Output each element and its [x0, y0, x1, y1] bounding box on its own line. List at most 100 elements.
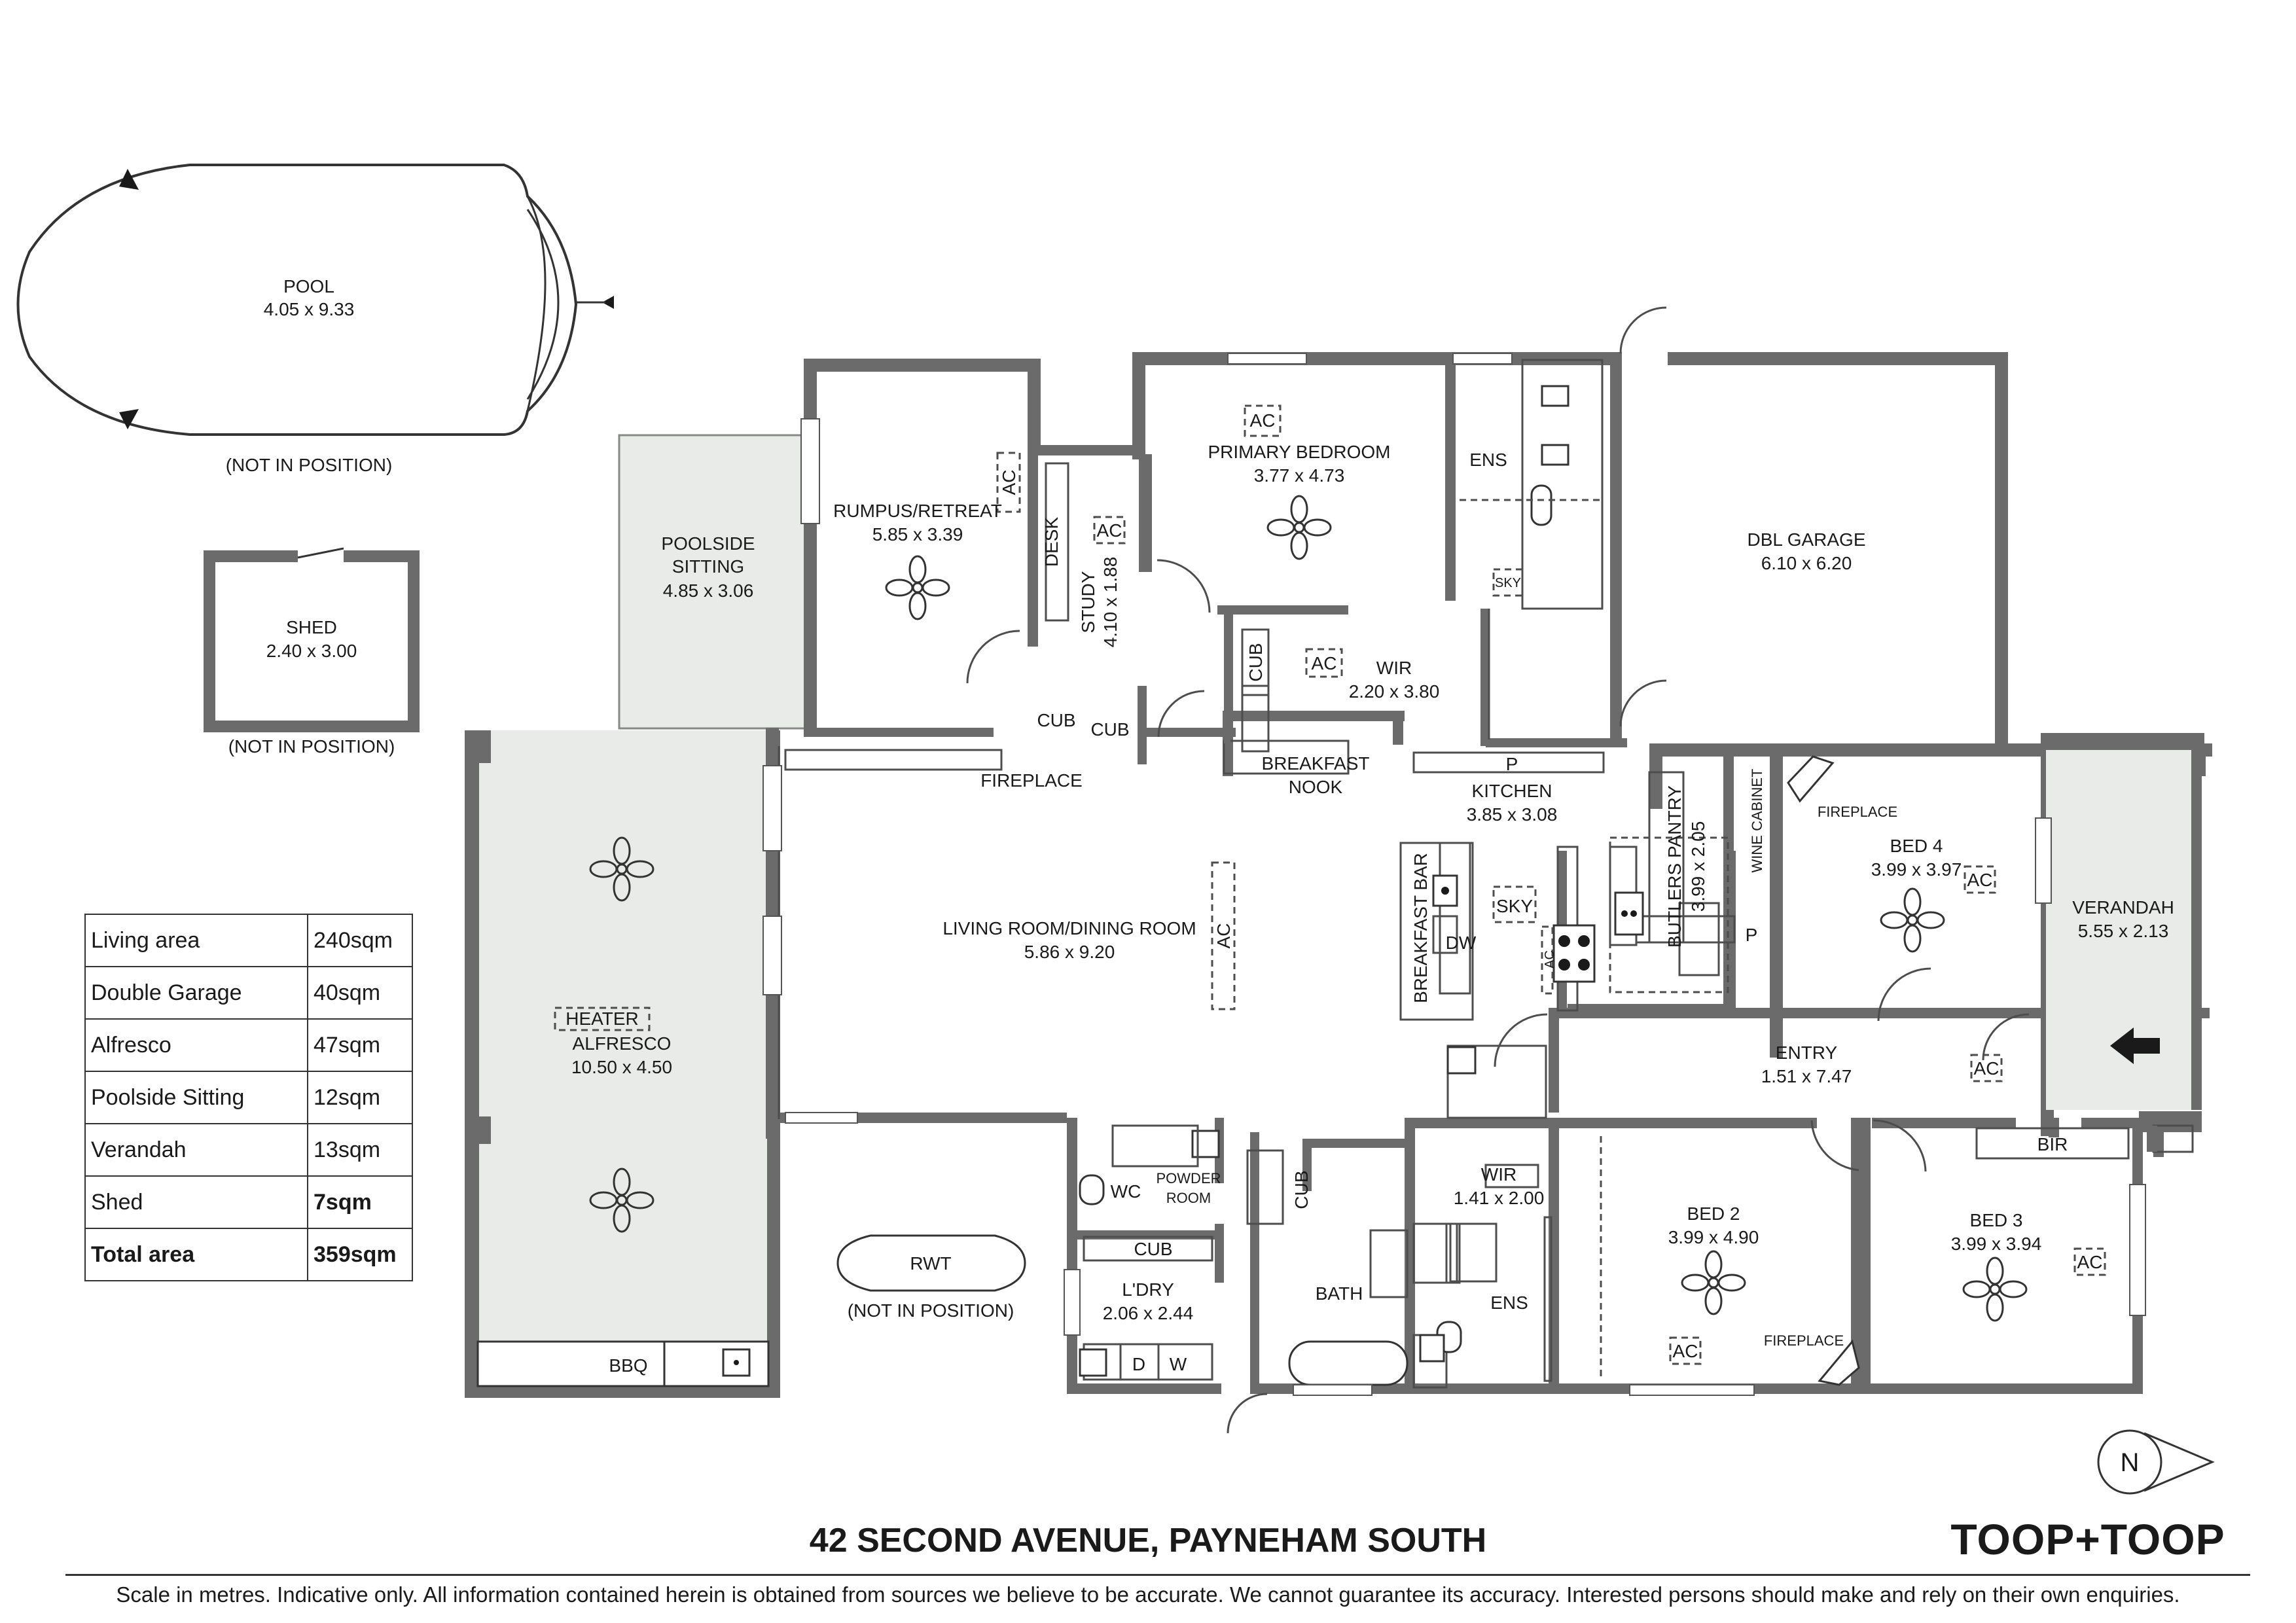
pantry-label: P [1746, 925, 1758, 945]
area-label: Double Garage [84, 966, 308, 1020]
wc-label: WC [1111, 1181, 1141, 1202]
entry-arrow-icon [2110, 1027, 2160, 1064]
area-value: 13sqm [307, 1123, 413, 1177]
shed: SHED 2.40 x 3.00 (NOT IN POSITION) [204, 547, 420, 757]
butlers-pantry-size: 3.99 x 2.05 [1688, 821, 1708, 912]
north-compass-icon: N [2097, 1429, 2215, 1495]
divider [65, 1574, 2250, 1576]
verandah-size: 5.55 x 2.13 [2078, 921, 2169, 941]
shed-note: (NOT IN POSITION) [228, 736, 395, 757]
bed4-label: BED 4 [1890, 836, 1943, 856]
ac-label: AC [2077, 1252, 2103, 1272]
dryer-label: D [1132, 1354, 1145, 1374]
cupboard-label: CUB [1090, 719, 1129, 740]
pool: POOL 4.05 x 9.33 (NOT IN POSITION) [16, 164, 614, 475]
kitchen-fixtures [1432, 836, 1729, 995]
cupboard-label: CUB [1291, 1170, 1312, 1209]
pool-note: (NOT IN POSITION) [226, 455, 393, 475]
dishwasher-label: DW [1446, 933, 1477, 953]
butlers-pantry-label: BUTLERS PANTRY [1664, 785, 1685, 948]
laundry-size: 2.06 x 2.44 [1103, 1303, 1194, 1323]
alfresco-size: 10.50 x 4.50 [571, 1057, 672, 1077]
kitchen-size: 3.85 x 3.08 [1467, 804, 1558, 825]
garage-label: DBL GARAGE [1747, 529, 1865, 550]
area-label: Poolside Sitting [84, 1071, 308, 1124]
bed3-size: 3.99 x 3.94 [1951, 1234, 2042, 1254]
wir2-size: 1.41 x 2.00 [1454, 1188, 1545, 1208]
alfresco-label: ALFRESCO [573, 1033, 672, 1054]
bath-label: BATH [1316, 1283, 1363, 1304]
compass-label: N [2121, 1448, 2140, 1477]
washer-label: W [1170, 1354, 1187, 1374]
area-label: Shed [84, 1175, 308, 1229]
area-value: 47sqm [307, 1018, 413, 1072]
ac-label: AC [1213, 923, 1234, 949]
rwt-label: RWT [910, 1253, 951, 1274]
living-dining-size: 5.86 x 9.20 [1024, 942, 1115, 962]
wir2-label: WIR [1481, 1164, 1516, 1185]
area-label: Living area [84, 914, 308, 967]
alfresco: BBQ HEATER ALFRESCO 10.50 x 4.50 [465, 730, 780, 1398]
laundry-label: L'DRY [1122, 1279, 1174, 1300]
table-row-total: Total area 359sqm [84, 1228, 413, 1281]
ac-label: AC [1250, 410, 1276, 431]
wine-cabinet-label: WINE CABINET [1749, 769, 1765, 873]
bed2-label: BED 2 [1687, 1204, 1740, 1224]
area-value: 7sqm [307, 1175, 413, 1229]
breakfast-nook-label-2: NOOK [1289, 777, 1343, 797]
ac-label: AC [1673, 1341, 1698, 1361]
rwt-note: (NOT IN POSITION) [848, 1300, 1014, 1321]
garage-size: 6.10 x 6.20 [1761, 553, 1852, 573]
area-value: 240sqm [307, 914, 413, 967]
skylight-label: SKY [1495, 576, 1521, 590]
pool-size: 4.05 x 9.33 [264, 299, 355, 319]
desk-label: DESK [1041, 517, 1062, 567]
bed4-size: 3.99 x 3.97 [1871, 859, 1962, 880]
bed3-label: BED 3 [1970, 1210, 2023, 1230]
disclaimer-text: Scale in metres. Indicative only. All in… [116, 1582, 2180, 1607]
fireplace-label: FIREPLACE [1764, 1332, 1844, 1349]
table-row: Poolside Sitting 12sqm [84, 1071, 413, 1124]
poolside-label-1: POOLSIDE [661, 533, 755, 554]
study-size: 4.10 x 1.88 [1100, 557, 1121, 648]
bbq-label: BBQ [609, 1355, 647, 1376]
pantry-label: P [1506, 754, 1518, 774]
ac-label: AC [1097, 520, 1122, 541]
wir-label: WIR [1376, 658, 1412, 678]
cupboard-label: CUB [1246, 643, 1266, 681]
pool-label: POOL [283, 276, 334, 296]
skylight-label: SKY [1496, 896, 1533, 916]
ac-label: AC [1543, 950, 1557, 969]
cupboard-label: CUB [1134, 1239, 1172, 1259]
kitchen-label: KITCHEN [1472, 781, 1552, 801]
bir-label: BIR [2037, 1134, 2068, 1154]
windows [762, 353, 2146, 1396]
property-address: 42 SECOND AVENUE, PAYNEHAM SOUTH [809, 1522, 1487, 1560]
area-label: Verandah [84, 1123, 308, 1177]
brand-logo: TOOP+TOOP [1950, 1515, 2225, 1563]
verandah-label: VERANDAH [2072, 897, 2174, 918]
entry-size: 1.51 x 7.47 [1761, 1066, 1852, 1086]
ensuite2-label: ENS [1490, 1293, 1528, 1313]
room-labels: RUMPUS/RETREAT 5.85 x 3.39 DESK STUDY 4.… [833, 442, 2174, 1374]
bed2-size: 3.99 x 4.90 [1668, 1227, 1759, 1247]
area-label: Total area [84, 1228, 308, 1281]
breakfast-nook-label-1: BREAKFAST [1262, 753, 1370, 774]
primary-bedroom-label: PRIMARY BEDROOM [1208, 442, 1390, 462]
fireplace-label: FIREPLACE [980, 770, 1083, 791]
powder-room-label-1: POWDER [1157, 1170, 1221, 1186]
study-label: STUDY [1078, 571, 1098, 633]
rumpus-label: RUMPUS/RETREAT [833, 501, 1002, 521]
ac-label: AC [1967, 870, 1993, 890]
living-dining-label: LIVING ROOM/DINING ROOM [942, 918, 1196, 938]
ac-label: AC [999, 470, 1019, 495]
ac-label: AC [1312, 653, 1337, 673]
poolside-sitting: POOLSIDE SITTING 4.85 x 3.06 [618, 434, 808, 730]
wir-size: 2.20 x 3.80 [1349, 681, 1440, 702]
poolside-label-2: SITTING [672, 556, 744, 577]
area-table: Living area 240sqm Double Garage 40sqm A… [84, 914, 413, 1281]
table-row: Double Garage 40sqm [84, 966, 413, 1020]
shed-label: SHED [286, 617, 337, 637]
door-swings [966, 306, 2030, 1434]
area-value: 359sqm [307, 1228, 413, 1281]
